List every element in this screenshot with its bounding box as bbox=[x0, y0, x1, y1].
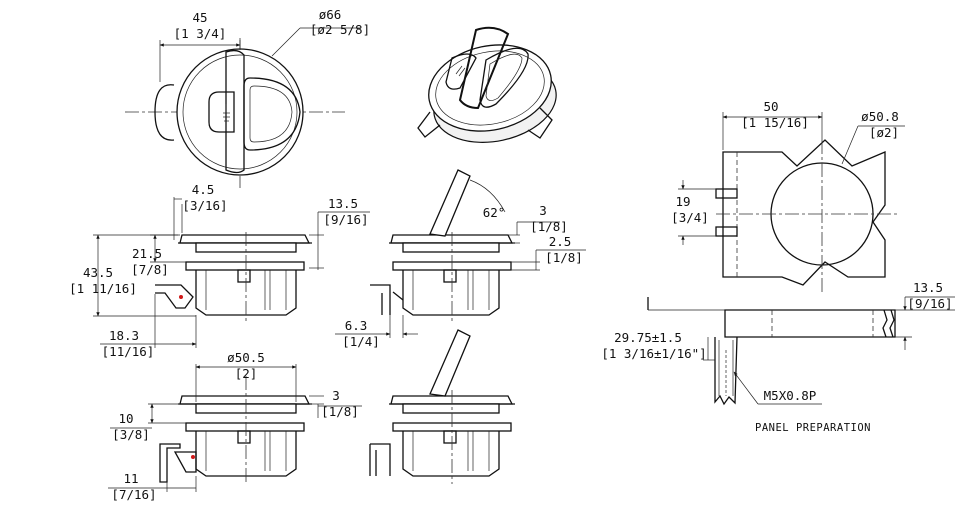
bottom-latch-in: [7/16] bbox=[111, 487, 156, 502]
panel-thick-mm: 13.5 bbox=[913, 280, 943, 295]
closed-latch-mm: 18.3 bbox=[109, 328, 139, 343]
side-view-open: 62° 3 [1/8] 2.5 [1/8] 6.3 [1/4] bbox=[335, 169, 586, 349]
closed-latch-in: [11/16] bbox=[102, 344, 155, 359]
bottom-diameter-mm: ø50.5 bbox=[227, 350, 265, 365]
open-gap2-in: [1/8] bbox=[545, 250, 583, 265]
closed-upper-in: [7/8] bbox=[131, 262, 169, 277]
bottom-thick-mm: 10 bbox=[118, 411, 133, 426]
bottom-gap-mm: 3 bbox=[332, 388, 340, 403]
open-latch-in: [1/4] bbox=[342, 334, 380, 349]
closed-upper-mm: 21.5 bbox=[132, 246, 162, 261]
open-gap2-mm: 2.5 bbox=[549, 234, 572, 249]
open-gap1-in: [1/8] bbox=[530, 219, 568, 234]
panel-hole-mm: ø50.8 bbox=[861, 109, 899, 124]
side-view-bottom-left: ø50.5 [2] 3 [1/8] 10 [3/8] 11 [7/16] bbox=[108, 350, 362, 502]
panel-width-mm: 50 bbox=[763, 99, 778, 114]
closed-bezel-mm: 13.5 bbox=[328, 196, 358, 211]
bottom-gap-in: [1/8] bbox=[321, 404, 359, 419]
closed-height-mm: 43.5 bbox=[83, 265, 113, 280]
bottom-latch-mm: 11 bbox=[123, 471, 138, 486]
closed-height-in: [1 11/16] bbox=[69, 281, 137, 296]
open-latch-mm: 6.3 bbox=[345, 318, 368, 333]
panel-slot-mm: 19 bbox=[675, 194, 690, 209]
closed-offset-mm: 4.5 bbox=[192, 182, 215, 197]
top-width-in: [1 3/4] bbox=[174, 26, 227, 41]
panel-preparation-label: PANEL PREPARATION bbox=[755, 422, 871, 434]
top-width-mm: 45 bbox=[192, 10, 207, 25]
bottom-thick-in: [3/8] bbox=[112, 427, 150, 442]
panel-screw: M5X0.8P bbox=[764, 388, 817, 403]
open-angle: 62° bbox=[483, 205, 506, 220]
panel-width-in: [1 15/16] bbox=[741, 115, 809, 130]
closed-offset-in: [3/16] bbox=[182, 198, 227, 213]
isometric-view bbox=[417, 26, 557, 143]
closed-bezel-in: [9/16] bbox=[323, 212, 368, 227]
panel-thick-in: [9/16] bbox=[907, 296, 952, 311]
panel-depth-mm: 29.75±1.5 bbox=[614, 330, 682, 345]
bottom-diameter-in: [2] bbox=[235, 366, 258, 381]
panel-preparation: 50 [1 15/16] ø50.8 [ø2] 19 [3/4] 13.5 [9… bbox=[601, 99, 955, 434]
top-diameter-in: [ø2 5/8] bbox=[310, 22, 370, 37]
panel-depth-in: [1 3/16±1/16"] bbox=[601, 346, 706, 361]
panel-slot-in: [3/4] bbox=[671, 210, 709, 225]
top-view: 45 [1 3/4] ø66 [ø2 5/8] bbox=[125, 7, 370, 188]
top-diameter-mm: ø66 bbox=[319, 7, 342, 22]
side-view-bottom-right bbox=[369, 329, 515, 484]
open-gap1-mm: 3 bbox=[539, 203, 547, 218]
side-view-closed: 4.5 [3/16] 13.5 [9/16] 21.5 [7/8] 43.5 [… bbox=[69, 182, 370, 359]
panel-hole-in: [ø2] bbox=[869, 125, 899, 140]
